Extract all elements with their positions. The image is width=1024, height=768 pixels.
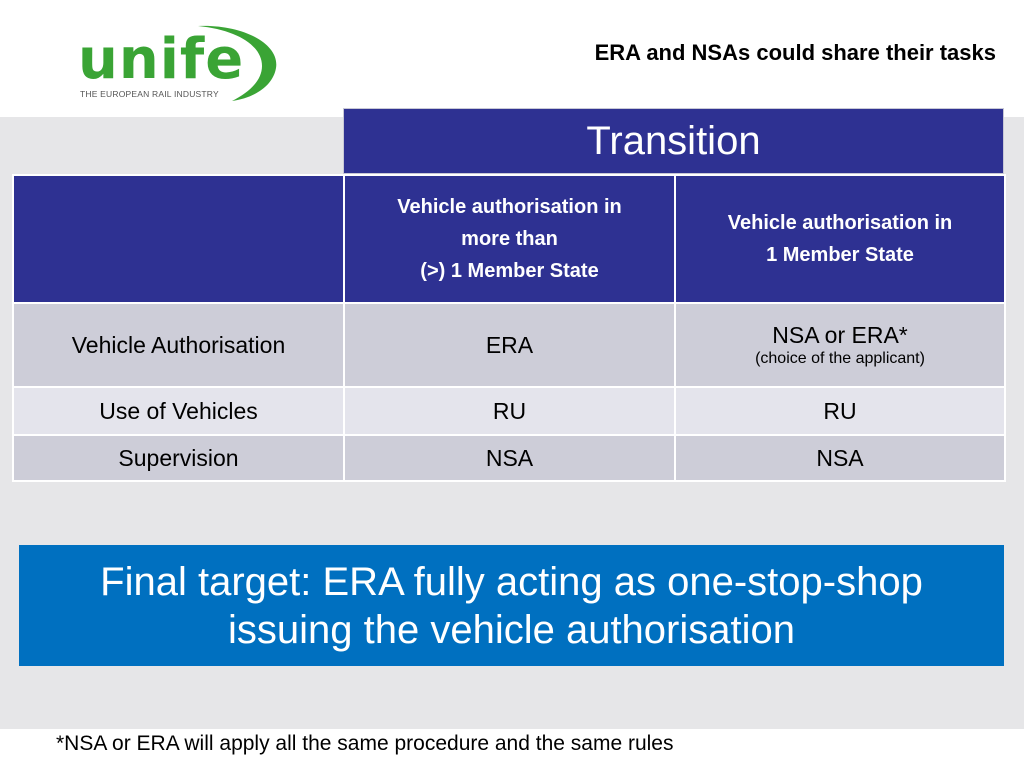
row-label: Use of Vehicles [12,386,345,436]
logo-arc-icon [198,25,277,102]
footnote: *NSA or ERA will apply all the same proc… [56,732,674,755]
header-empty-cell [12,174,345,304]
header-single-state: Vehicle authorisation in 1 Member State [674,174,1006,304]
cell-multi-state: NSA [343,434,676,482]
header-multi-state: Vehicle authorisation in more than (>) 1… [343,174,676,304]
cell-single-note: (choice of the applicant) [755,349,925,367]
header-multi-line2: more than [461,228,558,250]
unife-logo: unife THE EUROPEAN RAIL INDUSTRY [70,22,280,102]
table-row: Supervision NSA NSA [12,434,1006,482]
slide-title: ERA and NSAs could share their tasks [594,40,996,65]
cell-single-state: RU [674,386,1006,436]
banner-line1: Final target: ERA fully acting as one-st… [100,559,923,604]
header-multi-line3: (>) 1 Member State [420,260,599,282]
final-target-banner: Final target: ERA fully acting as one-st… [19,545,1004,666]
banner-line2: issuing the vehicle authorisation [227,607,795,652]
row-label: Supervision [12,434,345,482]
table-header-row: Vehicle authorisation in more than (>) 1… [12,174,1006,304]
table-row: Vehicle Authorisation ERA NSA or ERA* (c… [12,302,1006,388]
cell-single-value: NSA or ERA* [772,321,908,348]
cell-multi-state: ERA [343,302,676,388]
logo-subtitle: THE EUROPEAN RAIL INDUSTRY [80,89,219,99]
header-single-line1: Vehicle authorisation in [727,212,953,234]
cell-single-state: NSA [674,434,1006,482]
logo-wordmark: unife [78,27,245,92]
transition-header: Transition [343,108,1004,174]
cell-single-state: NSA or ERA* (choice of the applicant) [674,302,1006,388]
cell-multi-state: RU [343,386,676,436]
header-single-line2: 1 Member State [766,244,914,266]
row-label: Vehicle Authorisation [12,302,345,388]
header-multi-line1: Vehicle authorisation in [397,196,622,218]
authorisation-table: Vehicle authorisation in more than (>) 1… [12,174,1006,482]
table-row: Use of Vehicles RU RU [12,386,1006,436]
